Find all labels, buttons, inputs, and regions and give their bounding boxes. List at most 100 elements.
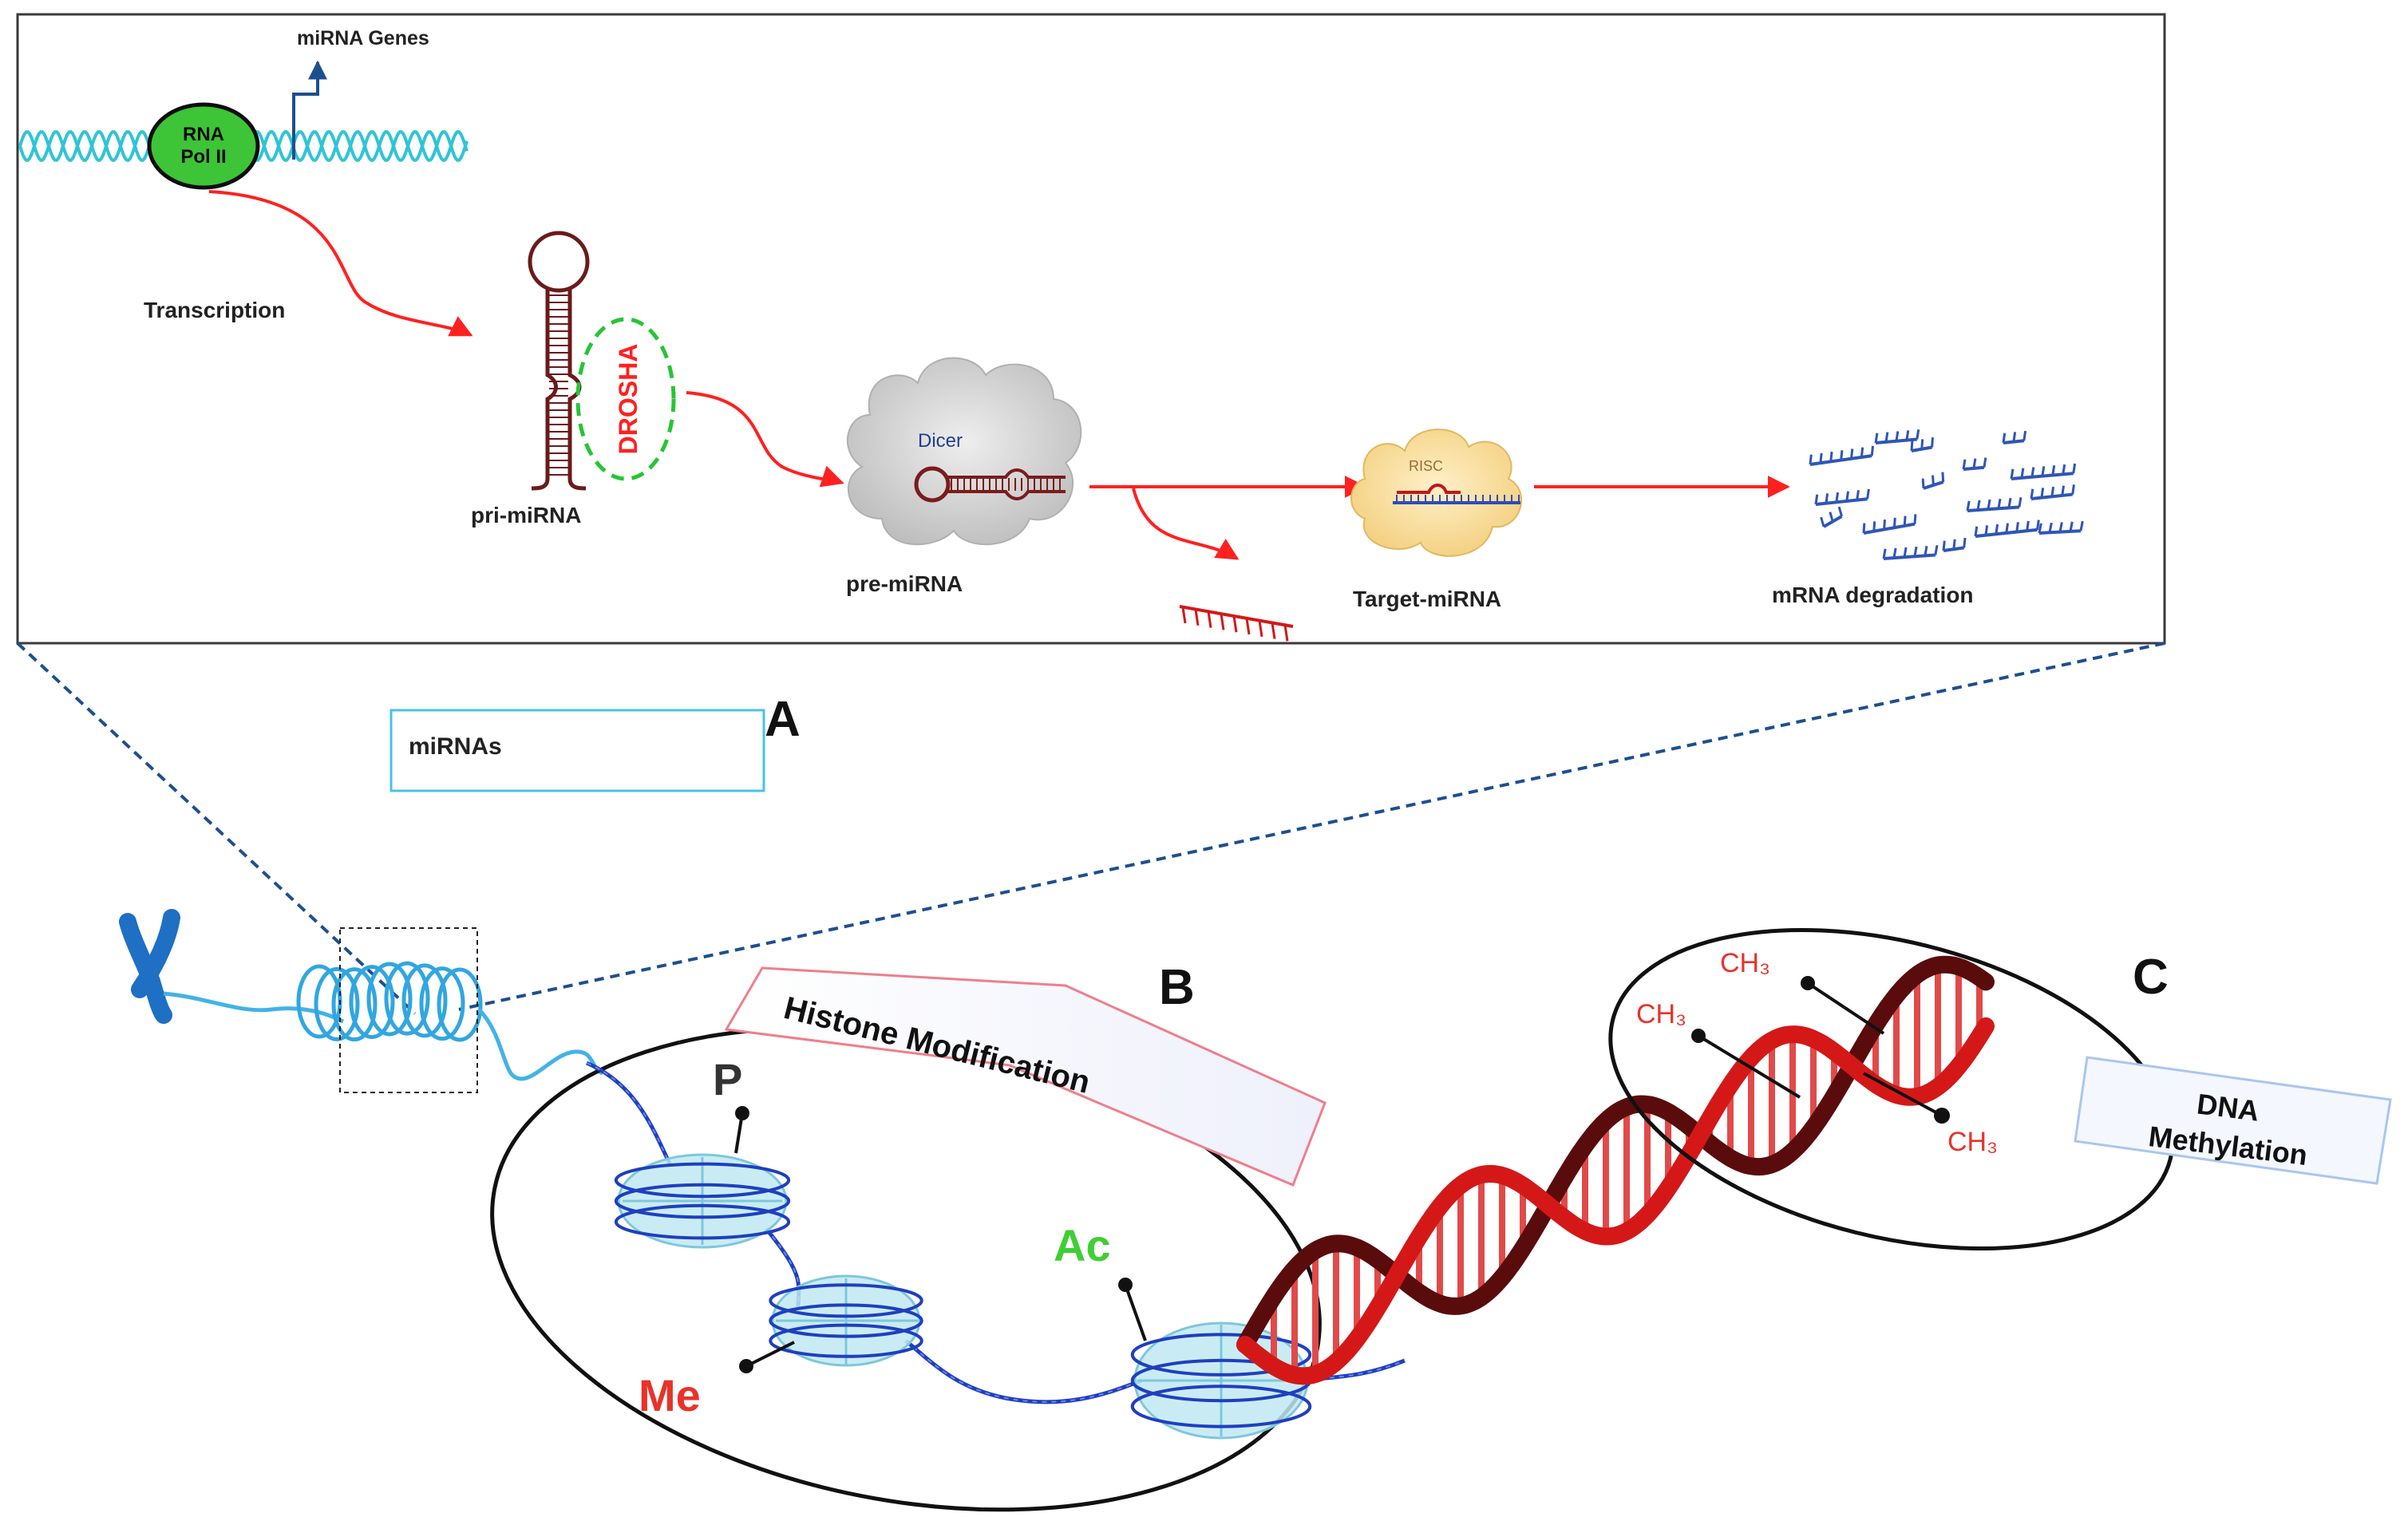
- dna-wrap: [769, 1323, 923, 1358]
- methyl-pin-head: [739, 1359, 753, 1373]
- mirnas-label-box: [389, 709, 765, 792]
- stage-pre-mirna: pre-miRNA: [846, 571, 963, 596]
- coil-fiber: [163, 991, 345, 1024]
- fragment-base: [1932, 475, 1935, 486]
- coil-loop: [437, 967, 483, 1042]
- methyl-pin: [745, 1341, 795, 1368]
- fragment-backbone: [2030, 492, 2073, 500]
- methylation-region-circle: [1608, 927, 2175, 1251]
- dicer-complex: Dicer: [847, 357, 1082, 546]
- transcription-start-arrow: [292, 60, 327, 160]
- dna-wrap: [614, 1203, 791, 1240]
- dna-strand-front: [1236, 1017, 1995, 1385]
- fragment-base: [1941, 472, 1945, 483]
- fragment-base: [1916, 429, 1920, 440]
- coil-loop: [401, 963, 448, 1038]
- fragment-base: [1987, 499, 1991, 510]
- risc-complex: RISC: [1350, 429, 1522, 557]
- mrna-fragment: [1921, 472, 1945, 490]
- fragment-base: [1976, 500, 1981, 511]
- coil-loop: [314, 966, 360, 1041]
- strand-base: [1271, 622, 1276, 639]
- fragment-base: [1995, 523, 1999, 535]
- fragment-base: [2062, 464, 2066, 475]
- fragment-base: [2040, 488, 2045, 498]
- fragment-base: [1874, 433, 1879, 444]
- strand-base: [1181, 606, 1187, 624]
- fragment-base: [1837, 506, 1843, 517]
- acetyl-pin-head: [1118, 1278, 1133, 1292]
- fragment-base: [2071, 484, 2075, 495]
- drosha-label: DROSHA: [614, 344, 643, 455]
- dna-strand-back: [1236, 955, 1995, 1353]
- fragment-base: [2058, 522, 2063, 532]
- fragment-base: [1892, 517, 1896, 528]
- fragment-base: [1942, 540, 1946, 551]
- mrna-fragment: [1942, 537, 1967, 552]
- fragment-base: [1809, 454, 1813, 465]
- polymerase-label-line2: Pol II: [180, 146, 226, 168]
- fragment-base: [1892, 547, 1897, 559]
- passenger-strand-arrow: [1132, 488, 1240, 560]
- fragment-base: [2018, 497, 2022, 508]
- zoom-leader-left: [16, 642, 417, 1015]
- methyl-pin-1: [1806, 982, 1885, 1035]
- fragment-base: [2061, 485, 2066, 496]
- dna-wrap: [1130, 1333, 1312, 1377]
- fiber-texture: [765, 1228, 800, 1310]
- coil-fiber: [477, 1008, 604, 1081]
- zoom-selection-box: [339, 927, 478, 1093]
- fragment-base: [1860, 447, 1864, 458]
- fragment-base: [2020, 468, 2025, 479]
- dna-methylation-label-box: [2074, 1056, 2392, 1185]
- fragment-backbone: [1883, 553, 1935, 560]
- fragment-base: [1974, 526, 1979, 537]
- fragment-base: [1962, 459, 1967, 470]
- rna-polymerase-ii: RNA Pol II: [147, 102, 260, 190]
- nucleosome-1: [617, 1153, 788, 1249]
- fragment-base: [1884, 432, 1889, 443]
- fragment-base: [1905, 430, 1910, 440]
- methyl-pin-3-head: [1934, 1108, 1950, 1124]
- coil-loop: [366, 962, 413, 1037]
- panel-a-letter: A: [765, 692, 801, 747]
- fragment-base: [1934, 545, 1939, 555]
- strand-backbone: [1179, 605, 1294, 628]
- gene-label: miRNA Genes: [297, 27, 429, 49]
- fragment-base: [1862, 523, 1866, 534]
- fragment-base: [1903, 516, 1907, 527]
- fragment-base: [1883, 519, 1886, 530]
- strand-base: [1194, 609, 1200, 626]
- mirnas-label: miRNAs: [409, 733, 502, 760]
- fragment-base: [2048, 522, 2053, 533]
- methyl-pin-2: [1697, 1034, 1801, 1099]
- fragment-backbone: [2011, 472, 2074, 480]
- fragment-backbone: [1963, 465, 1985, 471]
- fragment-base: [1814, 494, 1819, 505]
- fragment-base: [2036, 519, 2040, 531]
- fragment-base: [2069, 521, 2074, 532]
- fragment-base: [2007, 497, 2012, 508]
- fragment-base: [1835, 492, 1840, 503]
- dna-wrap: [1130, 1385, 1312, 1428]
- fiber-texture: [905, 1340, 1142, 1403]
- chromatin-fiber: [586, 1061, 1406, 1404]
- drosha-enzyme: DROSHA: [575, 317, 676, 481]
- fragment-base: [1913, 514, 1917, 524]
- histone-modification-ribbon: [724, 966, 1327, 1187]
- fragment-base: [1920, 439, 1924, 449]
- fragment-base: [1903, 547, 1908, 558]
- zoom-leader-right: [458, 642, 2165, 1011]
- polymerase-label-line1: RNA: [183, 124, 224, 145]
- coil-loop: [331, 967, 378, 1042]
- fragment-base: [2079, 520, 2084, 531]
- methyl-pin-2-head: [1691, 1029, 1706, 1043]
- fragment-base: [1866, 488, 1870, 500]
- fragment-base: [1963, 537, 1967, 548]
- fragment-base: [1820, 516, 1825, 527]
- fragment-backbone: [1815, 497, 1868, 506]
- fiber-segment: [586, 1061, 673, 1167]
- mrna-fragment: [1962, 457, 1987, 471]
- fragment-backbone: [1863, 522, 1916, 535]
